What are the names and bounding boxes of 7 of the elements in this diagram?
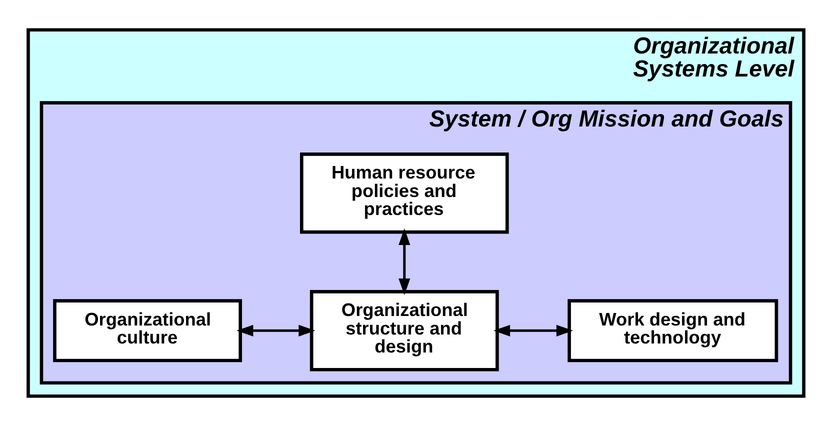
node-box: Work design and technology [568, 298, 778, 362]
node-box: Organizational culture [53, 298, 242, 362]
arrow [398, 228, 410, 295]
arrow [493, 324, 574, 336]
node-box: Organizational structure and design [310, 290, 499, 371]
arrow [236, 324, 316, 336]
node-box: Human resource policies and practices [300, 152, 509, 234]
